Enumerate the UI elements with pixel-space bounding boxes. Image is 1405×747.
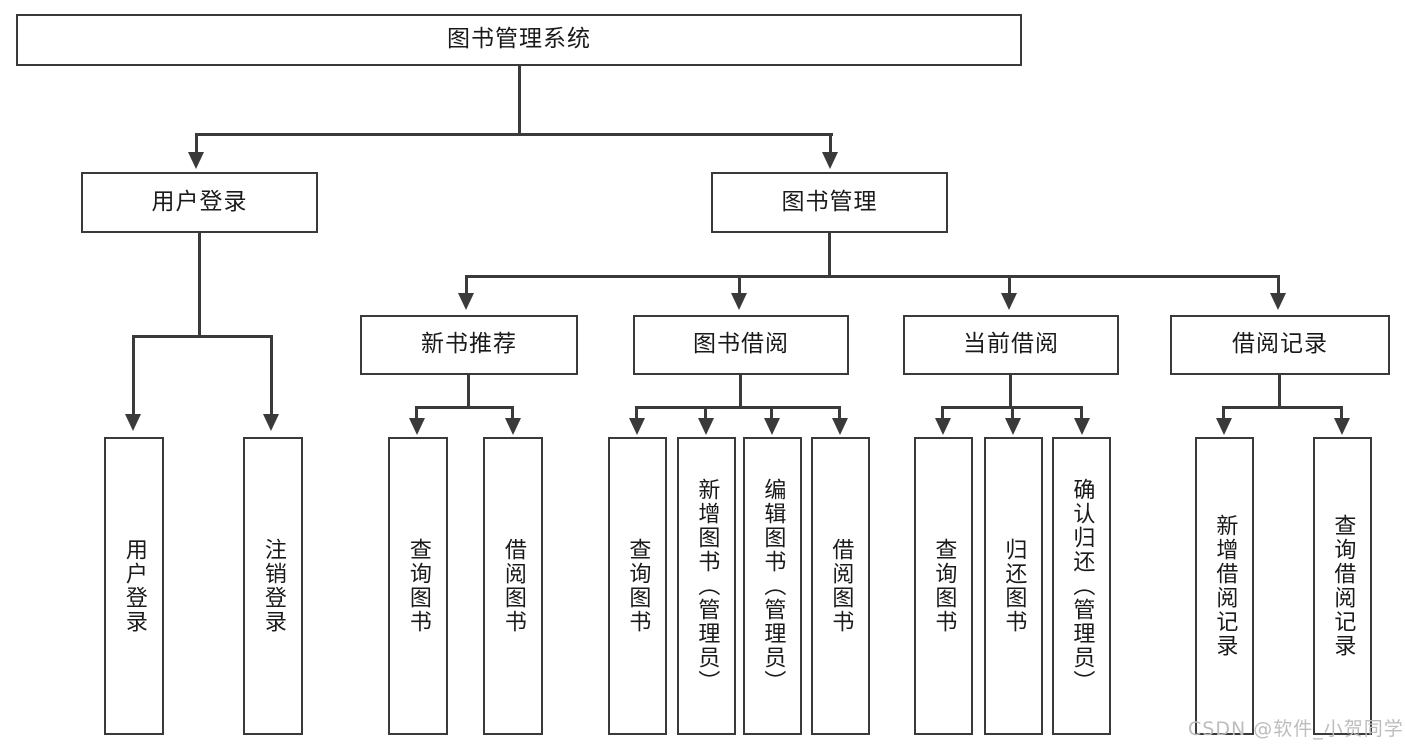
leaf-user-login-login[interactable]: 用户登录 — [104, 437, 164, 735]
leaf-book-borrow-query[interactable]: 查询图书 — [608, 437, 667, 735]
arrow-to-book-borrow — [731, 293, 747, 310]
edge-book-manage-drop-3 — [1008, 275, 1011, 295]
node-label: 图书管理 — [781, 188, 878, 215]
arrow-to-leaf-current-borrow-2 — [1005, 418, 1021, 435]
edge-user-login-bus — [133, 335, 271, 338]
edge-user-login-drop-1 — [132, 335, 135, 417]
edge-book-borrow-drop-3 — [770, 406, 773, 420]
node-label: 借阅图书 — [500, 538, 526, 634]
edge-new-book-drop-1 — [415, 406, 418, 420]
edge-book-borrow-drop-4 — [838, 406, 841, 420]
leaf-book-borrow-borrow[interactable]: 借阅图书 — [811, 437, 870, 735]
node-book-borrow[interactable]: 图书借阅 — [633, 315, 849, 375]
edge-current-borrow-stem — [1009, 375, 1012, 406]
arrow-to-leaf-borrow-record-1 — [1216, 418, 1232, 435]
leaf-book-borrow-edit[interactable]: 编辑图书（管理员） — [743, 437, 802, 735]
node-label: 新增借阅记录 — [1212, 514, 1238, 658]
arrow-to-leaf-book-borrow-4 — [832, 418, 848, 435]
arrow-to-leaf-new-book-1 — [409, 418, 425, 435]
node-label: 用户登录 — [121, 538, 147, 634]
arrow-to-leaf-user-login-2 — [263, 414, 279, 431]
edge-borrow-record-drop-1 — [1222, 406, 1225, 420]
node-label: 图书管理系统 — [447, 26, 591, 53]
arrow-to-leaf-current-borrow-3 — [1074, 418, 1090, 435]
edge-new-book-drop-2 — [511, 406, 514, 420]
node-label: 确认归还（管理员） — [1069, 478, 1095, 694]
edge-book-manage-drop-1 — [465, 275, 468, 295]
edge-book-borrow-bus — [636, 406, 841, 409]
leaf-book-borrow-add[interactable]: 新增图书（管理员） — [677, 437, 736, 735]
edge-root-stem — [518, 66, 521, 133]
leaf-current-borrow-return[interactable]: 归还图书 — [984, 437, 1043, 735]
leaf-new-book-borrow[interactable]: 借阅图书 — [483, 437, 543, 735]
arrow-to-leaf-borrow-record-2 — [1334, 418, 1350, 435]
edge-book-borrow-drop-1 — [635, 406, 638, 420]
node-user-login[interactable]: 用户登录 — [81, 172, 318, 233]
edge-user-login-drop-2 — [270, 335, 273, 417]
leaf-current-borrow-query[interactable]: 查询图书 — [914, 437, 973, 735]
node-book-manage[interactable]: 图书管理 — [711, 172, 948, 233]
arrow-to-leaf-book-borrow-3 — [764, 418, 780, 435]
edge-root-drop-right — [829, 133, 832, 155]
leaf-borrow-record-add[interactable]: 新增借阅记录 — [1195, 437, 1254, 735]
edge-book-manage-drop-2 — [738, 275, 741, 295]
node-label: 查询借阅记录 — [1330, 514, 1356, 658]
edge-book-manage-bus — [466, 275, 1280, 278]
node-current-borrow[interactable]: 当前借阅 — [903, 315, 1119, 375]
node-label: 当前借阅 — [963, 331, 1059, 358]
edge-user-login-stem — [198, 233, 201, 335]
node-label: 借阅记录 — [1232, 331, 1328, 358]
edge-current-borrow-drop-2 — [1011, 406, 1014, 420]
arrow-to-current-borrow — [1001, 293, 1017, 310]
node-label: 用户登录 — [151, 188, 248, 215]
edge-new-book-stem — [467, 375, 470, 406]
leaf-new-book-query[interactable]: 查询图书 — [388, 437, 448, 735]
arrow-to-leaf-user-login-1 — [125, 414, 141, 431]
edge-current-borrow-drop-3 — [1080, 406, 1083, 420]
edge-borrow-record-bus — [1223, 406, 1343, 409]
arrow-to-leaf-new-book-2 — [505, 418, 521, 435]
edge-book-borrow-stem — [739, 375, 742, 406]
node-label: 查询图书 — [405, 538, 431, 634]
node-label: 归还图书 — [1001, 538, 1027, 634]
edge-root-drop-left — [195, 133, 198, 155]
edge-book-manage-stem — [828, 233, 831, 275]
node-label: 借阅图书 — [828, 538, 854, 634]
leaf-current-borrow-confirm[interactable]: 确认归还（管理员） — [1052, 437, 1111, 735]
edge-book-borrow-drop-2 — [704, 406, 707, 420]
node-new-book-recommend[interactable]: 新书推荐 — [360, 315, 578, 375]
arrow-to-borrow-record — [1270, 293, 1286, 310]
edge-borrow-record-stem — [1278, 375, 1281, 406]
node-label: 新增图书（管理员） — [694, 478, 720, 694]
arrow-to-leaf-current-borrow-1 — [935, 418, 951, 435]
edge-current-borrow-drop-1 — [941, 406, 944, 420]
edge-root-bus — [196, 133, 833, 136]
arrow-to-leaf-book-borrow-2 — [698, 418, 714, 435]
edge-new-book-bus — [416, 406, 513, 409]
leaf-user-login-logout[interactable]: 注销登录 — [243, 437, 303, 735]
arrow-to-book-manage — [822, 152, 838, 169]
arrow-to-new-book-recommend — [458, 293, 474, 310]
node-label: 查询图书 — [931, 538, 957, 634]
arrow-to-user-login — [188, 152, 204, 169]
node-label: 新书推荐 — [421, 331, 517, 358]
node-label: 编辑图书（管理员） — [760, 478, 786, 694]
node-label: 注销登录 — [260, 538, 286, 634]
edge-book-manage-drop-4 — [1277, 275, 1280, 295]
node-borrow-record[interactable]: 借阅记录 — [1170, 315, 1390, 375]
node-label: 图书借阅 — [693, 331, 789, 358]
leaf-borrow-record-query[interactable]: 查询借阅记录 — [1313, 437, 1372, 735]
node-label: 查询图书 — [625, 538, 651, 634]
node-root-system[interactable]: 图书管理系统 — [16, 14, 1022, 66]
edge-borrow-record-drop-2 — [1340, 406, 1343, 420]
arrow-to-leaf-book-borrow-1 — [629, 418, 645, 435]
